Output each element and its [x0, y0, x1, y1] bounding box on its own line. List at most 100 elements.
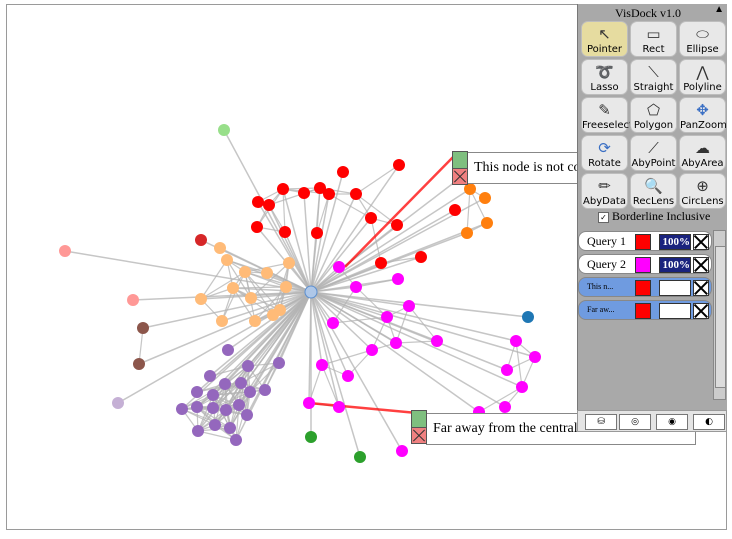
- graph-node[interactable]: [350, 188, 362, 200]
- tool-abyarea[interactable]: ☁AbyArea: [679, 135, 726, 171]
- tool-circlens[interactable]: ⊕CircLens: [679, 173, 726, 209]
- query-color-swatch[interactable]: [635, 234, 651, 250]
- central-node[interactable]: [304, 285, 318, 299]
- graph-node[interactable]: [218, 124, 230, 136]
- tool-pointer[interactable]: ↖Pointer: [581, 21, 628, 57]
- graph-node[interactable]: [235, 377, 247, 389]
- move-handle-icon[interactable]: [412, 411, 426, 428]
- graph-node[interactable]: [337, 166, 349, 178]
- delete-query-icon[interactable]: [693, 234, 709, 250]
- graph-node[interactable]: [242, 360, 254, 372]
- graph-node[interactable]: [273, 357, 285, 369]
- graph-node[interactable]: [252, 196, 264, 208]
- tool-freeselect[interactable]: ✎Freeselect: [581, 97, 633, 133]
- graph-node[interactable]: [251, 221, 263, 233]
- graph-node[interactable]: [392, 273, 404, 285]
- tool-polygon[interactable]: ⬠Polygon: [630, 97, 677, 133]
- graph-node[interactable]: [221, 254, 233, 266]
- tool-panzoom[interactable]: ✥PanZoom: [679, 97, 727, 133]
- graph-node[interactable]: [195, 293, 207, 305]
- graph-node[interactable]: [365, 212, 377, 224]
- graph-node[interactable]: [354, 451, 366, 463]
- query-item[interactable]: Query 1 100%: [578, 231, 712, 251]
- graph-node[interactable]: [216, 315, 228, 327]
- graph-node[interactable]: [529, 351, 541, 363]
- graph-node[interactable]: [222, 344, 234, 356]
- query-color-swatch[interactable]: [635, 303, 651, 319]
- intersect-icon[interactable]: ◎: [619, 414, 651, 430]
- graph-node[interactable]: [431, 335, 443, 347]
- graph-node[interactable]: [204, 370, 216, 382]
- graph-node[interactable]: [207, 389, 219, 401]
- delete-query-icon[interactable]: [693, 280, 709, 296]
- graph-node[interactable]: [333, 261, 345, 273]
- graph-node[interactable]: [279, 226, 291, 238]
- close-icon[interactable]: [453, 169, 467, 184]
- graph-node[interactable]: [274, 304, 286, 316]
- graph-node[interactable]: [133, 358, 145, 370]
- graph-node[interactable]: [192, 425, 204, 437]
- tool-ellipse[interactable]: ⬭Ellipse: [679, 21, 726, 57]
- query-item[interactable]: Far aw...: [578, 300, 712, 320]
- graph-node[interactable]: [277, 183, 289, 195]
- graph-node[interactable]: [403, 300, 415, 312]
- graph-node[interactable]: [127, 294, 139, 306]
- graph-node[interactable]: [375, 257, 387, 269]
- graph-node[interactable]: [239, 266, 251, 278]
- graph-node[interactable]: [522, 311, 534, 323]
- graph-node[interactable]: [316, 359, 328, 371]
- network-graph[interactable]: [7, 5, 726, 529]
- graph-node[interactable]: [191, 386, 203, 398]
- graph-node[interactable]: [464, 183, 476, 195]
- query-item[interactable]: This n...: [578, 277, 712, 297]
- graph-node[interactable]: [516, 381, 528, 393]
- graph-node[interactable]: [227, 282, 239, 294]
- query-color-swatch[interactable]: [635, 257, 651, 273]
- graph-node[interactable]: [481, 217, 493, 229]
- graph-node[interactable]: [327, 317, 339, 329]
- triangle-up-icon[interactable]: ▲: [714, 4, 724, 15]
- graph-node[interactable]: [241, 409, 253, 421]
- graph-node[interactable]: [314, 182, 326, 194]
- graph-node[interactable]: [391, 219, 403, 231]
- graph-node[interactable]: [311, 227, 323, 239]
- borderline-inclusive-toggle[interactable]: ✓Borderline Inclusive: [598, 209, 710, 224]
- graph-node[interactable]: [112, 397, 124, 409]
- graph-node[interactable]: [230, 434, 242, 446]
- delete-query-icon[interactable]: [693, 303, 709, 319]
- graph-node[interactable]: [244, 386, 256, 398]
- graph-node[interactable]: [219, 378, 231, 390]
- graph-node[interactable]: [263, 199, 275, 211]
- graph-node[interactable]: [415, 251, 427, 263]
- query-color-swatch[interactable]: [635, 280, 651, 296]
- annotation-handle-2[interactable]: [411, 410, 427, 444]
- difference-icon[interactable]: ◐: [693, 414, 725, 430]
- tool-rect[interactable]: ▭Rect: [630, 21, 677, 57]
- graph-node[interactable]: [283, 257, 295, 269]
- query-scrollbar[interactable]: [713, 230, 726, 400]
- tool-abydata[interactable]: ✏AbyData: [581, 173, 628, 209]
- common-ops-icon[interactable]: ⛁: [585, 414, 617, 430]
- graph-node[interactable]: [393, 159, 405, 171]
- graph-node[interactable]: [214, 242, 226, 254]
- tool-rotate[interactable]: ⟳Rotate: [581, 135, 628, 171]
- union-icon[interactable]: ◉: [656, 414, 688, 430]
- graph-node[interactable]: [59, 245, 71, 257]
- graph-node[interactable]: [259, 384, 271, 396]
- graph-node[interactable]: [303, 397, 315, 409]
- query-opacity[interactable]: 100%: [659, 234, 691, 250]
- graph-node[interactable]: [298, 187, 310, 199]
- graph-node[interactable]: [191, 401, 203, 413]
- graph-node[interactable]: [510, 335, 522, 347]
- graph-node[interactable]: [390, 337, 402, 349]
- graph-node[interactable]: [176, 403, 188, 415]
- graph-node[interactable]: [381, 311, 393, 323]
- query-opacity[interactable]: 100%: [659, 257, 691, 273]
- graph-node[interactable]: [207, 402, 219, 414]
- graph-node[interactable]: [305, 431, 317, 443]
- query-item[interactable]: Query 2 100%: [578, 254, 712, 274]
- query-opacity[interactable]: [659, 303, 691, 319]
- graph-node[interactable]: [350, 281, 362, 293]
- delete-query-icon[interactable]: [693, 257, 709, 273]
- tool-straight[interactable]: ⟍Straight: [630, 59, 677, 95]
